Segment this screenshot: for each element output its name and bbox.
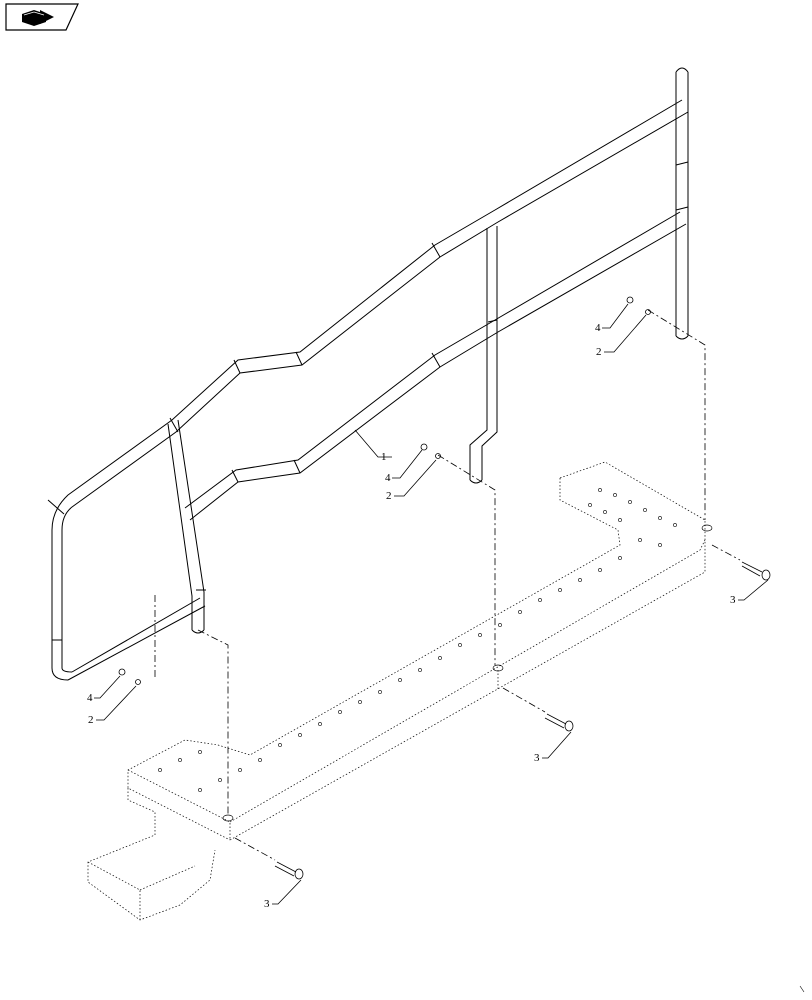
book-arrow-icon xyxy=(22,10,54,26)
callout-washer-left: 2 xyxy=(88,714,94,726)
alignment-lines xyxy=(154,309,741,861)
callout-bolt-left: 3 xyxy=(264,898,270,910)
left-post xyxy=(167,423,193,630)
callout-handrail: 1 xyxy=(381,451,387,463)
callout-bolt-middle: 3 xyxy=(534,752,540,764)
handrail-assembly xyxy=(47,67,689,681)
lower-rail-outer xyxy=(184,211,681,509)
top-rail-outer xyxy=(51,99,683,681)
lower-rail-inner xyxy=(189,223,687,521)
corner-mark xyxy=(799,985,805,993)
top-rail-inner xyxy=(61,111,689,673)
fasteners xyxy=(118,296,771,880)
navigation-icon-box[interactable] xyxy=(5,3,79,31)
callout-bolt-right: 3 xyxy=(730,594,736,606)
leader-lines xyxy=(94,303,769,905)
callout-nut-middle: 4 xyxy=(385,472,391,484)
middle-post xyxy=(469,228,488,480)
step-platform xyxy=(87,461,713,921)
tread-pattern xyxy=(158,488,677,792)
callout-nut-right: 4 xyxy=(595,322,601,334)
callout-washer-middle: 2 xyxy=(386,490,392,502)
callout-washer-right: 2 xyxy=(596,346,602,358)
callout-nut-left: 4 xyxy=(87,692,93,704)
bottom-rail xyxy=(71,597,201,673)
